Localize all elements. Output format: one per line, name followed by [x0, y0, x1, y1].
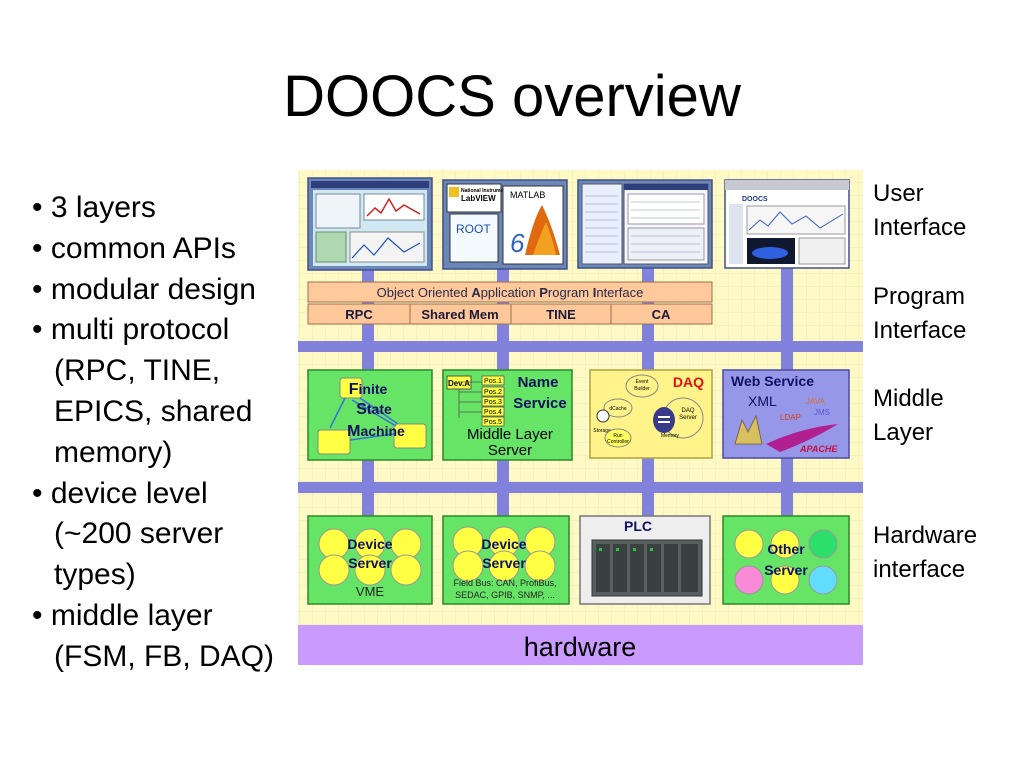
- pos-label: Pos.4: [484, 409, 502, 416]
- run-controller-label: Controller: [607, 439, 629, 445]
- version-six-text: 6: [510, 228, 525, 258]
- bullet-item: • modular design: [32, 272, 256, 306]
- pos-label: Pos.5: [484, 419, 502, 426]
- bullet-list: • 3 layers • common APIs • modular desig…: [32, 188, 322, 678]
- labview-text: LabVIEW: [461, 194, 496, 203]
- device-server-vme-line2: Server: [348, 555, 392, 571]
- name-service-title-1: Name: [518, 374, 559, 391]
- protocol-bar: RPC Shared Mem TINE CA: [307, 303, 713, 325]
- bullet-item: • common APIs: [32, 231, 236, 265]
- bus-line-bottom: [298, 482, 863, 493]
- event-builder-label: Event: [636, 379, 649, 385]
- plc-title: PLC: [624, 518, 652, 534]
- run-controller-label: Run: [613, 433, 622, 439]
- doocs-web-text: DOOCS: [742, 196, 768, 203]
- doocs-architecture-diagram: National Instruments LabVIEW ROOT MATLAB…: [298, 170, 863, 665]
- web-service-box: Web Service XML JAVA JMS LDAP APACHE: [722, 369, 850, 459]
- device-server-fieldbus-line2: Server: [482, 555, 526, 571]
- device-server-vme-box: Device Server VME: [307, 515, 433, 605]
- daq-server-label: Server: [679, 415, 697, 421]
- jms-label: JMS: [814, 408, 830, 417]
- daq-title: DAQ: [673, 374, 704, 390]
- device-server-vme-line1: Device: [347, 536, 392, 552]
- hardware-label: hardware: [524, 632, 637, 662]
- xml-label: XML: [748, 393, 777, 409]
- ui-screen-web-page: DOOCS: [724, 179, 850, 269]
- middle-layer-label: Middle Layer: [467, 426, 553, 443]
- protocol-tine: TINE: [546, 307, 576, 322]
- dcache-label: dCache: [609, 406, 626, 412]
- bullet-continuation: (~200 server: [54, 517, 224, 551]
- bullet-continuation: memory): [54, 435, 173, 469]
- api-bar: [307, 281, 713, 303]
- pos-label: Pos.1: [484, 378, 502, 385]
- name-service-box: Dev.A Pos.1 Pos.2 Pos.3 Pos.4 Pos.5 Name…: [442, 369, 573, 461]
- ui-screen-data-tables: [577, 179, 713, 269]
- protocol-ca: CA: [652, 307, 671, 322]
- bullet-item: • device level: [32, 476, 208, 510]
- plc-box: PLC: [579, 515, 711, 605]
- other-server-line1: Other: [767, 541, 805, 557]
- bullet-continuation: types): [54, 558, 136, 592]
- daq-box: DAQ Event Builder dCache Storage Run Con…: [589, 369, 713, 459]
- dev-a-label: Dev.A: [448, 379, 470, 388]
- ui-screen-labview-root-matlab: National Instruments LabVIEW ROOT MATLAB…: [442, 179, 568, 270]
- protocol-shared-mem: Shared Mem: [421, 307, 498, 322]
- fieldbus-label-1: Field Bus: CAN, ProfiBus,: [453, 578, 556, 588]
- pos-label: Pos.3: [484, 399, 502, 406]
- protocol-rpc: RPC: [345, 307, 373, 322]
- pos-label: Pos.2: [484, 389, 502, 396]
- other-server-box: Other Server: [722, 515, 850, 605]
- fsm-line-3: Machine: [347, 423, 405, 440]
- bullet-item: • 3 layers: [32, 191, 156, 224]
- daq-server-label: DAQ: [681, 408, 694, 414]
- ldap-label: LDAP: [780, 413, 801, 422]
- bus-line-top: [298, 341, 863, 352]
- bullet-continuation: EPICS, shared: [54, 394, 253, 428]
- apache-label: APACHE: [799, 444, 838, 454]
- bullet-item: • middle layer: [32, 598, 213, 632]
- bullet-item: • multi protocol: [32, 313, 230, 347]
- slide-title: DOOCS overview: [283, 64, 741, 129]
- bullet-continuation: (RPC, TINE,: [54, 354, 221, 388]
- vme-label: VME: [356, 584, 385, 599]
- api-bar-text: Object Oriented Application Program Inte…: [377, 285, 644, 300]
- middle-layer-server-label: Server: [488, 442, 532, 459]
- memory-label: Memory: [661, 433, 680, 439]
- root-text: ROOT: [456, 222, 491, 236]
- fsm-line-2: State: [356, 401, 392, 418]
- bullet-continuation: (FSM, FB, DAQ): [54, 639, 274, 673]
- storage-label: Storage: [593, 428, 611, 434]
- device-server-fieldbus-line1: Device: [481, 536, 526, 552]
- java-label: JAVA: [806, 397, 825, 406]
- ui-screen-control-panel: [307, 177, 433, 271]
- fsm-box: Finite State Machine: [307, 369, 433, 461]
- event-builder-label: Builder: [634, 386, 650, 392]
- matlab-text: MATLAB: [510, 190, 545, 200]
- fieldbus-label-2: SEDAC, GPIB, SNMP, ...: [455, 590, 555, 600]
- fsm-line-1: Finite: [349, 381, 388, 398]
- hardware-bar: [298, 625, 863, 665]
- web-service-title: Web Service: [731, 373, 814, 389]
- other-server-line2: Server: [764, 562, 808, 578]
- device-server-fieldbus-box: Device Server Field Bus: CAN, ProfiBus, …: [442, 515, 570, 605]
- ni-text: National Instruments: [461, 188, 511, 194]
- name-service-title-2: Service: [513, 395, 566, 412]
